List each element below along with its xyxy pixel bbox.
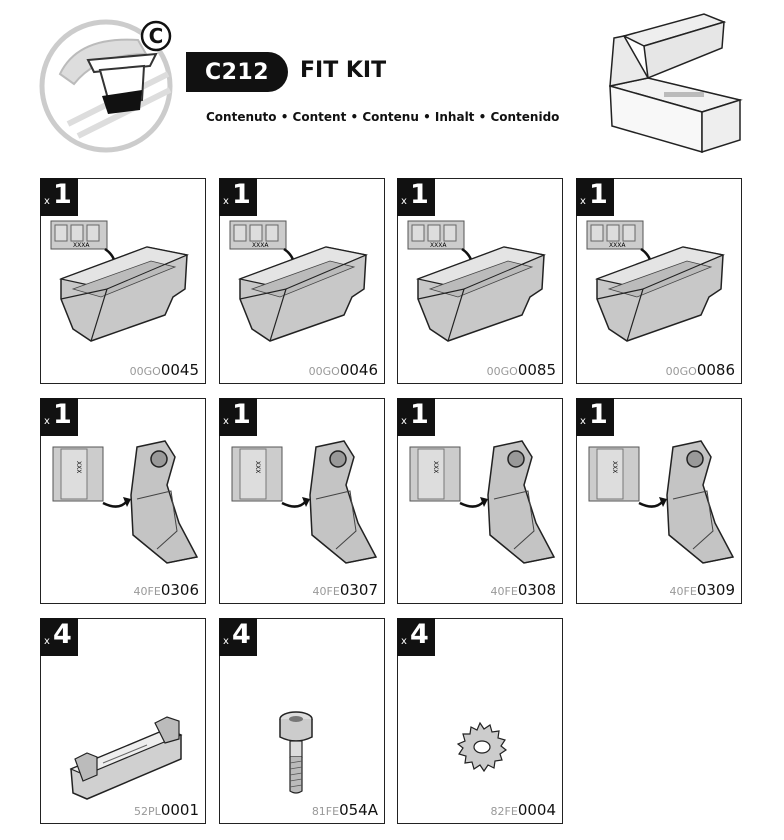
part-code: 00GO0086	[665, 361, 735, 379]
part-code: 40FE0308	[490, 581, 556, 599]
svg-text:XXX: XXX	[75, 461, 82, 473]
svg-text:XXXA: XXXA	[430, 242, 447, 249]
clip-icon	[70, 716, 182, 800]
foot-bracket-icon: XXX	[408, 439, 556, 565]
box-icon	[609, 13, 743, 154]
kit-subtitle: Contenuto • Content • Contenu • Inhalt •…	[206, 110, 560, 124]
kit-title: FIT KIT	[300, 58, 387, 83]
foot-bracket-icon: XXX	[587, 439, 735, 565]
kit-code-badge: C212	[186, 52, 288, 92]
svg-text:XXXA: XXXA	[73, 242, 90, 249]
svg-text:XXXA: XXXA	[252, 242, 269, 249]
part-code: 40FE0307	[312, 581, 378, 599]
washer-icon	[457, 722, 507, 772]
logo-letter: C	[149, 24, 164, 48]
part-code: 00GO0045	[129, 361, 199, 379]
part-code: 00GO0085	[486, 361, 556, 379]
part-code: 52PL0001	[134, 801, 199, 819]
svg-text:XXXA: XXXA	[609, 242, 626, 249]
part-code: 40FE0309	[669, 581, 735, 599]
part-code: 81FE054A	[311, 801, 378, 819]
roof-pad-icon: XXXA	[585, 219, 725, 343]
foot-bracket-icon: XXX	[230, 439, 378, 565]
part-code: 40FE0306	[133, 581, 199, 599]
svg-text:XXX: XXX	[432, 461, 439, 473]
roof-rack-logo-icon: C	[39, 19, 173, 153]
svg-text:XXX: XXX	[611, 461, 618, 473]
screw-icon	[279, 711, 313, 794]
roof-pad-icon: XXXA	[228, 219, 368, 343]
foot-bracket-icon: XXX	[51, 439, 199, 565]
part-code: 82FE0004	[490, 801, 556, 819]
roof-pad-icon: XXXA	[49, 219, 189, 343]
part-code: 00GO0046	[308, 361, 378, 379]
roof-pad-icon: XXXA	[406, 219, 546, 343]
kit-code: C212	[204, 59, 270, 85]
svg-text:XXX: XXX	[254, 461, 261, 473]
